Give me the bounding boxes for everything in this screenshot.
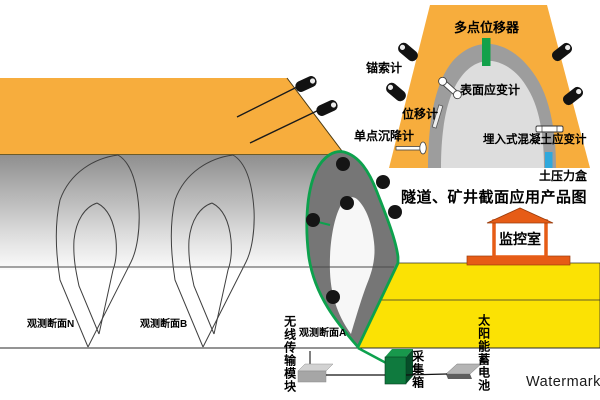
sensor-dot xyxy=(376,175,390,189)
label-wireless-module: 无线传输模块 xyxy=(282,315,297,393)
anchor-cable-line xyxy=(236,85,300,118)
sensor-dot xyxy=(388,205,402,219)
sensor-dot xyxy=(336,157,350,171)
anchor-cable-line xyxy=(249,108,322,144)
detail-tunnel-void xyxy=(441,60,544,168)
label-settlement-gauge: 单点沉降计 xyxy=(354,129,415,143)
slope-edge-line xyxy=(286,77,346,156)
collection-box-icon xyxy=(384,349,413,385)
tunnel-a-green-outline xyxy=(305,150,400,350)
label-solar-battery: 太阳能蓄电池 xyxy=(476,314,491,392)
label-section-b: 观测断面B xyxy=(140,319,188,330)
diagram-title: 隧道、矿井截面应用产品图 xyxy=(401,189,588,206)
tunnel-a-void xyxy=(329,197,375,334)
anchor-bolt-icon xyxy=(314,98,340,118)
label-embedded-strain-gauge: 埋入式混凝土应变计 xyxy=(483,134,587,146)
sensor-dot xyxy=(340,196,354,210)
label-displacement-gauge: 位移计 xyxy=(402,107,439,121)
anchor-bolt-icon xyxy=(293,74,319,94)
earth-pressure-cell-icon xyxy=(545,152,553,168)
label-surface-strain-gauge: 表面应变计 xyxy=(460,83,521,97)
wireless-module-icon xyxy=(297,351,334,383)
house-roof xyxy=(486,207,554,224)
label-collection-box: 采集箱 xyxy=(410,350,425,389)
wire-box-solar xyxy=(405,373,448,376)
data-cable xyxy=(357,346,389,366)
label-anchor-cable-gauge: 锚索计 xyxy=(366,61,403,75)
label-multi-point-extensometer: 多点位移器 xyxy=(454,20,520,35)
sensor-dot xyxy=(306,213,320,227)
watermark-text: Watermark xyxy=(526,374,600,390)
rock-mass xyxy=(0,155,350,270)
slope-surface xyxy=(0,78,345,155)
sensor-dots xyxy=(306,157,402,304)
multi-point-extensometer-icon xyxy=(482,38,491,66)
anchor-bolt-icon xyxy=(384,80,408,104)
label-section-a: 观测断面A xyxy=(299,328,347,339)
label-earth-pressure-cell: 土压力盒 xyxy=(539,169,588,183)
displacement-gauge-icon xyxy=(431,104,444,129)
surface-strain-gauge-icon xyxy=(438,76,462,100)
sensor-dot xyxy=(326,290,340,304)
solar-panel-icon xyxy=(445,363,482,379)
settlement-gauge-icon xyxy=(395,141,427,155)
label-section-n: 观测断面N xyxy=(27,319,75,330)
embedded-strain-gauge-icon xyxy=(535,125,564,133)
label-monitoring-room: 监控室 xyxy=(499,231,541,247)
